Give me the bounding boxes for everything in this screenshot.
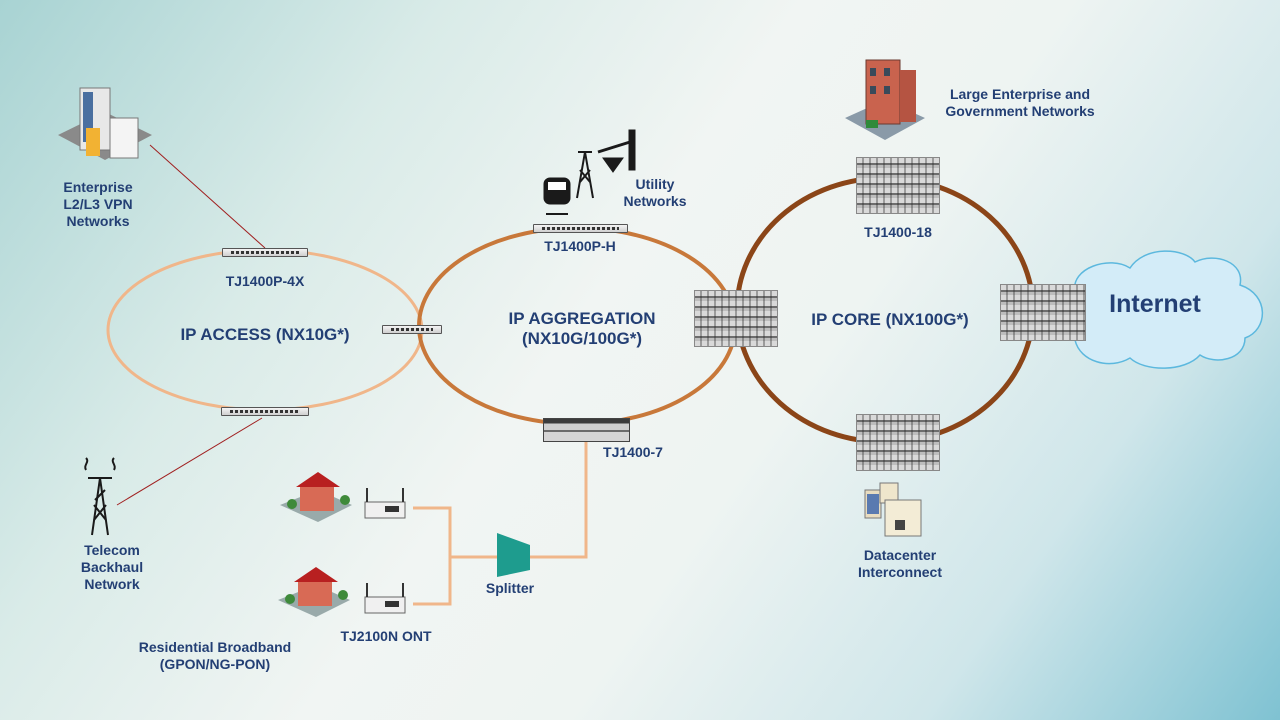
ip-access-label: IP ACCESS (NX10G*) — [180, 325, 350, 344]
fiber-ont-top — [413, 506, 452, 557]
enterprise-label-line: Networks — [66, 212, 130, 229]
fiber-splitter-uplink — [530, 440, 588, 559]
tj1400-18-label: TJ1400-18 — [864, 224, 932, 240]
residential-label: Residential Broadband (GPON/NG-PON) — [120, 639, 310, 673]
tj1400p-h-device-icon — [533, 224, 628, 233]
link-enterprise — [149, 144, 266, 249]
aggregation-core-node-icon — [694, 290, 778, 347]
large-enterprise-building-icon — [845, 59, 925, 140]
enterprise-label-line: L2/L3 VPN — [63, 195, 133, 212]
ont-device-icon — [364, 488, 406, 519]
utility-icons — [543, 129, 636, 215]
datacenter-label: Datacenter Interconnect — [845, 547, 955, 581]
splitter-shape — [497, 533, 530, 577]
telecom-label-line: Telecom — [84, 542, 140, 558]
utility-label: Utility Networks — [610, 176, 700, 210]
telecom-label: Telecom Backhaul Network — [62, 542, 162, 592]
ip-core-label: IP CORE (NX100G*) — [811, 310, 969, 329]
large-enterprise-label-line: Large Enterprise and — [949, 86, 1091, 102]
internet-label: Internet — [1109, 290, 1201, 318]
datacenter-icon — [864, 482, 922, 537]
residential-label-line: (GPON/NG-PON) — [159, 655, 271, 672]
utility-label-line: Utility — [635, 176, 675, 192]
splitter-label: Splitter — [485, 580, 535, 596]
house-icon — [278, 567, 350, 617]
ip-aggregation-label-line: (NX10G/100G*) — [522, 329, 642, 349]
ip-aggregation-label-line: IP AGGREGATION — [508, 309, 656, 328]
tj1400p-4x-label: TJ1400P-4X — [225, 273, 305, 289]
fiber-ont-bottom — [413, 557, 452, 606]
residential-label-line: Residential Broadband — [138, 639, 292, 655]
core-internet-node-icon — [1000, 284, 1086, 341]
house-icon — [280, 472, 352, 522]
tj1400-7-label: TJ1400-7 — [603, 444, 663, 460]
large-enterprise-label: Large Enterprise and Government Networks — [930, 86, 1110, 120]
datacenter-core-node-icon — [856, 414, 940, 471]
ip-aggregation-label: IP AGGREGATION (NX10G/100G*) — [487, 309, 677, 350]
enterprise-building-icon — [58, 87, 152, 160]
telecom-tower-icon — [84, 457, 116, 536]
link-telecom — [116, 417, 263, 506]
access-aggregation-node-icon — [382, 325, 442, 334]
internet-cloud — [1055, 250, 1264, 369]
tj1400-18-device-icon — [856, 157, 940, 214]
telecom-label-line: Network — [84, 575, 140, 592]
utility-label-line: Networks — [623, 192, 687, 209]
large-enterprise-label-line: Government Networks — [945, 102, 1095, 119]
enterprise-label: Enterprise L2/L3 VPN Networks — [40, 179, 156, 229]
tj1400-7-device-icon — [543, 418, 630, 442]
telecom-label-line: Backhaul — [80, 558, 144, 575]
datacenter-label-line: Interconnect — [857, 563, 942, 580]
tj2100n-ont-label: TJ2100N ONT — [340, 628, 432, 644]
ont-device-icon — [364, 583, 406, 614]
tj1400p-4x-device-icon — [222, 248, 308, 257]
access-node-bottom-icon — [221, 407, 309, 416]
enterprise-label-line: Enterprise — [63, 179, 133, 195]
tj1400p-h-label: TJ1400P-H — [544, 238, 616, 254]
datacenter-label-line: Datacenter — [863, 547, 937, 563]
